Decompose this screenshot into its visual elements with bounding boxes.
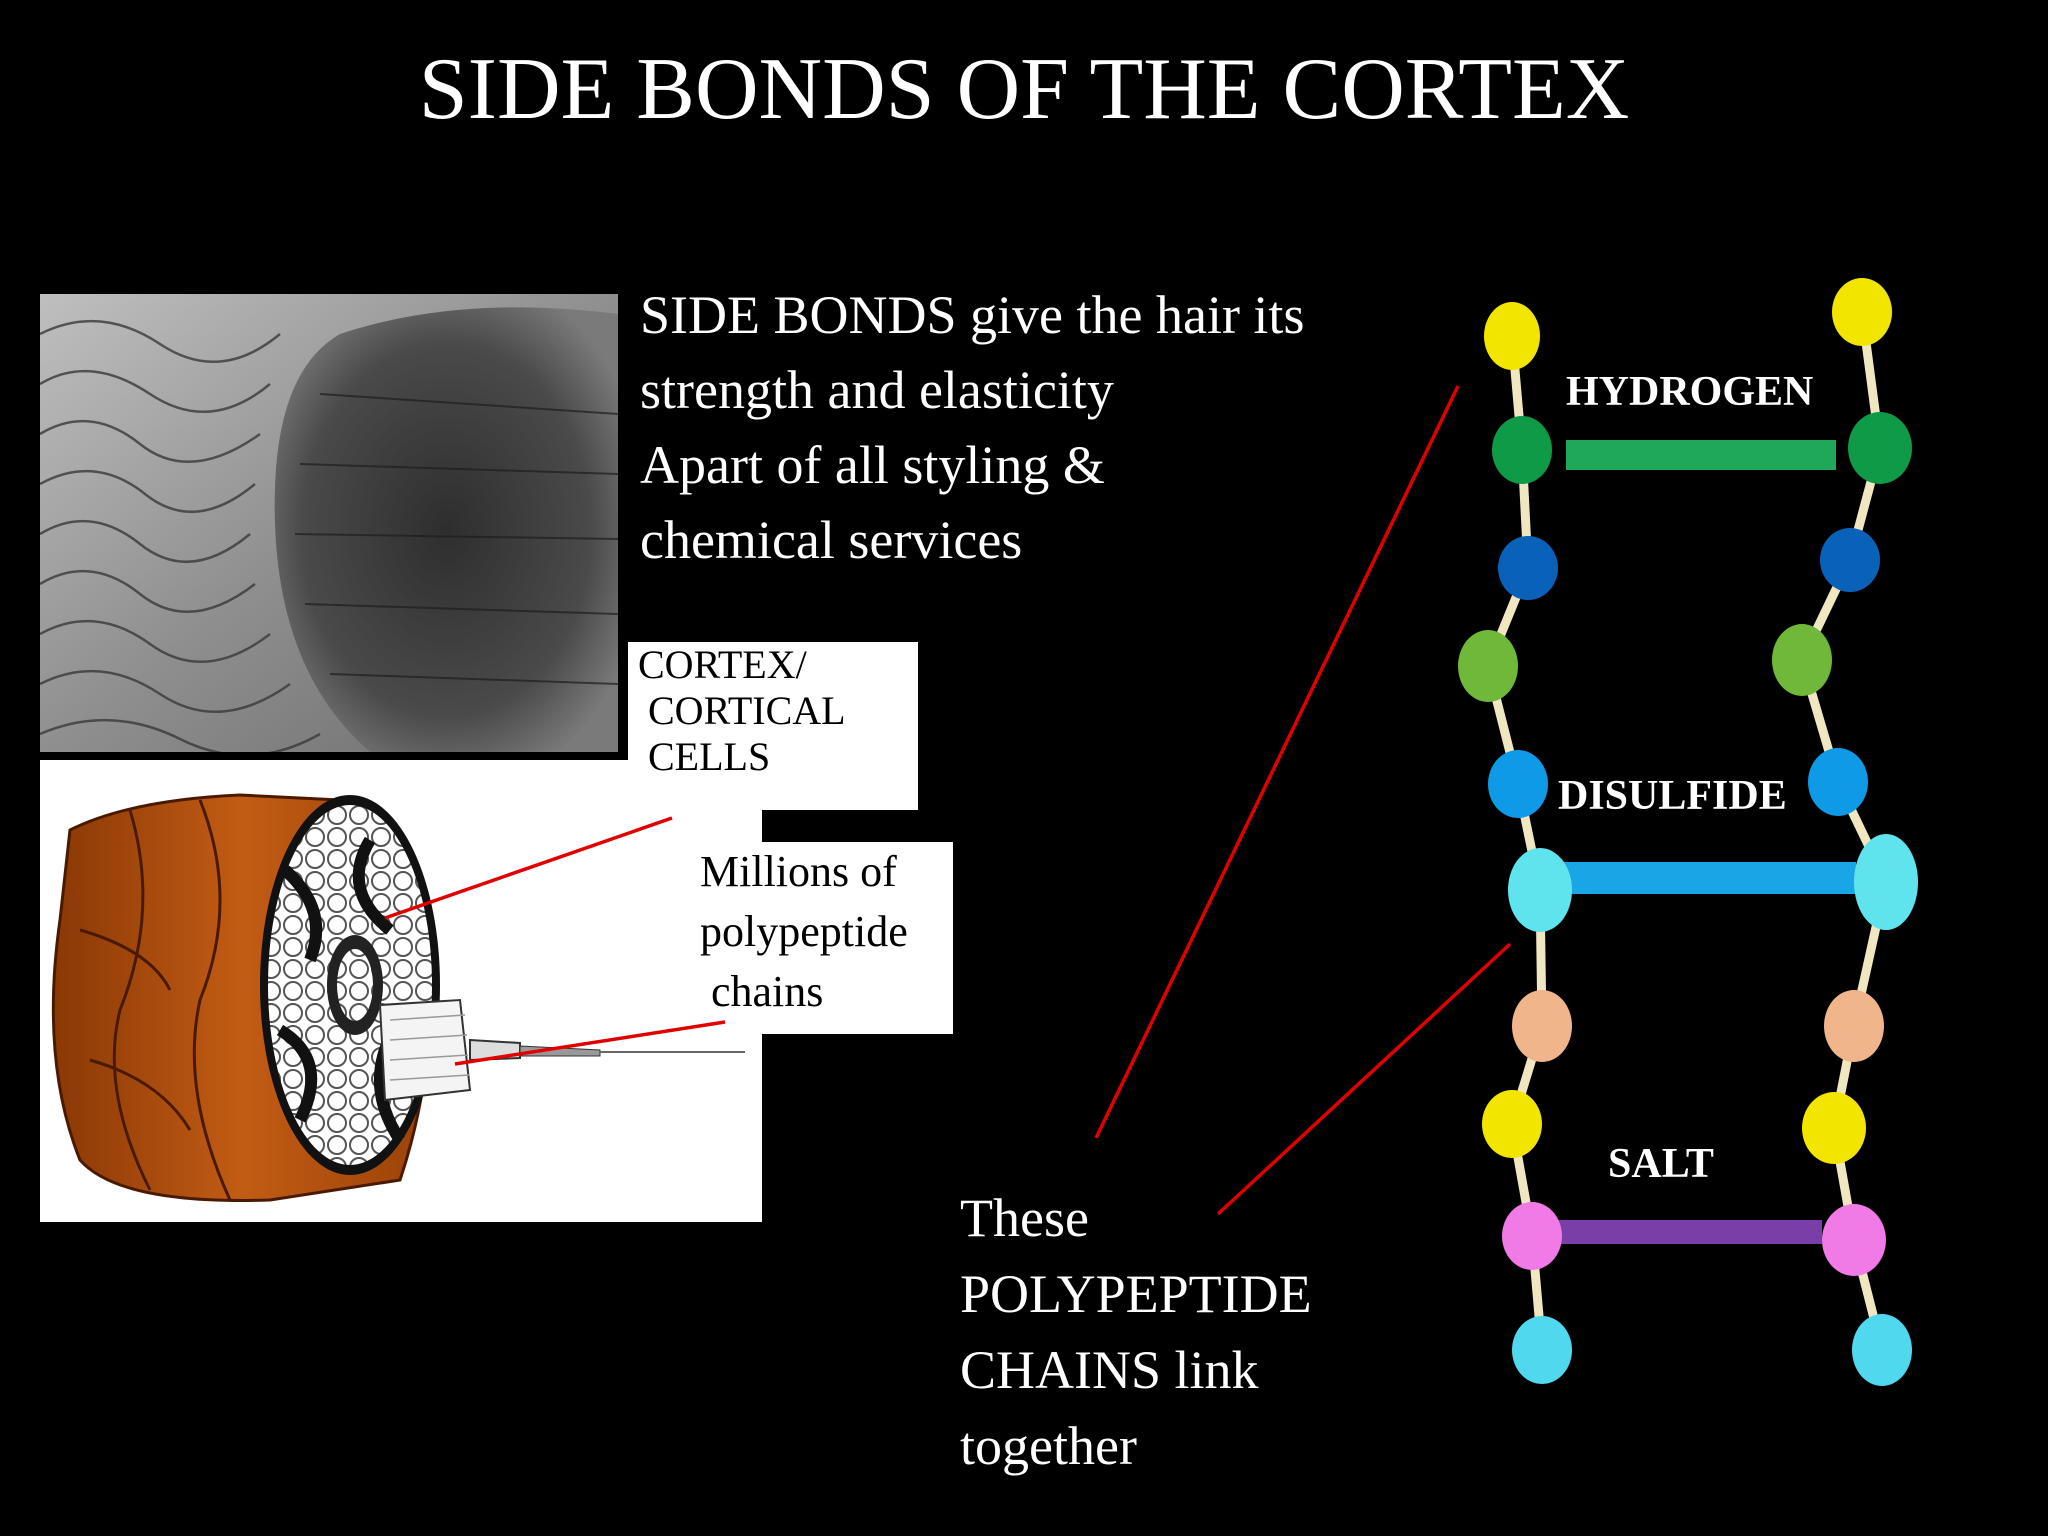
cortex-label: CORTEX/ CORTICAL CELLS [628,642,918,810]
pointer-line-chains-right [1216,942,1512,1216]
bead-cyan [1508,848,1572,932]
polypeptide-label: Millions of polypeptide chains [688,842,953,1034]
bead-peach [1824,990,1884,1062]
cortex-label-line: CORTICAL [638,688,846,733]
intro-line: chemical services [640,510,1023,570]
bead-blue [1820,528,1880,592]
hair-structure-svg [51,793,745,1202]
bead-cyan [1852,1314,1912,1386]
bead-green [1848,412,1912,484]
chains-text-line: These [960,1188,1089,1248]
pointer-line-chains-left [1094,385,1460,1139]
left-chain-beads [1458,302,1572,1384]
bead-blue [1498,536,1558,600]
pointer-line-polypeptide [454,1020,726,1066]
chains-text-line: POLYPEPTIDE [960,1264,1312,1324]
salt-bond-label: SALT [1608,1141,1714,1187]
hydrogen-bond-bar [1566,440,1836,470]
bead-cyan [1512,1316,1572,1384]
hair-structure-diagram [40,760,762,1222]
slide-title: SIDE BONDS OF THE CORTEX [418,41,1630,138]
hydrogen-bond-label: HYDROGEN [1566,369,1814,415]
bead-cyan [1854,834,1918,930]
cortex-label-line: CELLS [638,734,771,779]
polypeptide-label-line: chains [700,967,824,1016]
bead-yellow [1482,1090,1542,1158]
chains-link-text: These POLYPEPTIDE CHAINS link together [960,1180,1380,1484]
hair-micrograph-image [40,294,618,752]
right-chain-backbone [1797,307,1891,1355]
polypeptide-label-line: polypeptide [700,907,908,956]
bead-light-green [1458,630,1518,702]
bead-sky-blue [1808,748,1868,816]
bead-green [1492,416,1552,484]
bead-peach [1512,990,1572,1062]
cortex-label-line: CORTEX/ [638,642,807,687]
bead-yellow [1802,1092,1866,1164]
chains-text-line: CHAINS link [960,1340,1259,1400]
bead-yellow [1484,302,1540,370]
intro-line: Apart of all styling & [640,435,1105,495]
bead-pink [1822,1204,1886,1276]
chains-text-line: together [960,1416,1137,1476]
intro-line: SIDE BONDS give the hair its [640,285,1305,345]
hair-micrograph-svg [40,294,618,752]
bead-yellow [1832,278,1892,346]
disulfide-bond-bar [1550,862,1856,894]
bead-pink [1502,1202,1562,1270]
bead-light-green [1772,624,1832,696]
intro-text: SIDE BONDS give the hair its strength an… [640,278,1440,578]
bead-sky-blue [1488,750,1548,818]
pointer-line-cortex [384,816,673,920]
polypeptide-label-line: Millions of [700,847,897,896]
chain-backbones [1483,307,1891,1355]
intro-line: strength and elasticity [640,360,1114,420]
right-chain-beads [1772,278,1918,1386]
salt-bond-bar [1530,1220,1822,1244]
left-chain-backbone [1483,331,1547,1355]
disulfide-bond-label: DISULFIDE [1558,773,1787,819]
